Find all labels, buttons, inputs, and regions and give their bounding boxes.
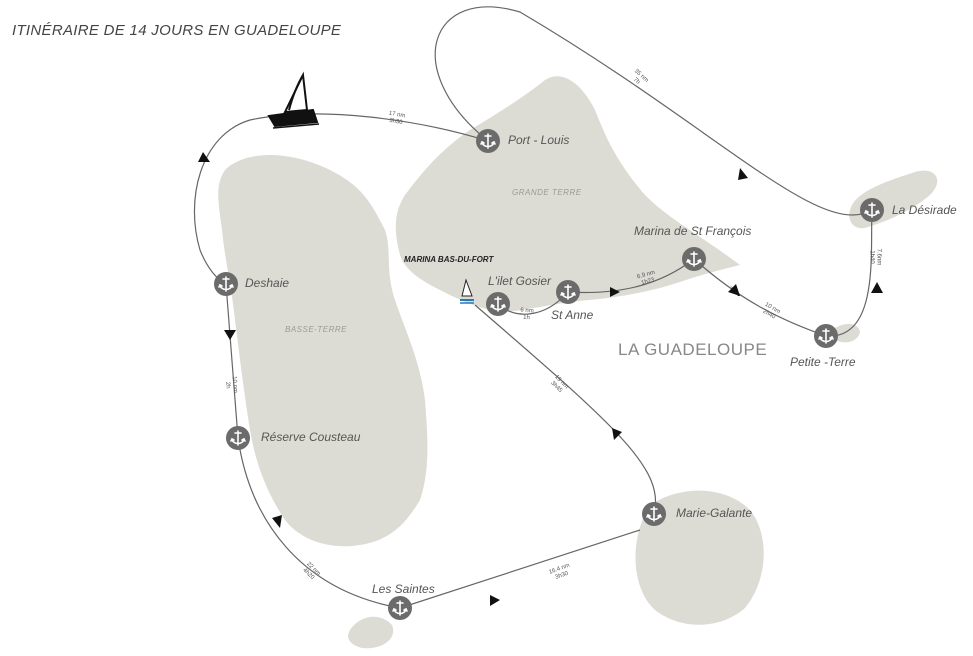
arrow-icon	[610, 287, 620, 297]
leg-stanne-stfrancois	[567, 258, 695, 294]
stop-marie-galante: Marie-Galante	[676, 506, 753, 520]
arrow-icon	[871, 282, 883, 293]
stop-gosier: L'ilet Gosier	[488, 274, 551, 288]
stop-deshaie: Deshaie	[245, 276, 290, 290]
leg-saintes-mariegalante	[399, 529, 641, 609]
arrow-icon	[224, 330, 236, 340]
anchor-icon	[214, 272, 238, 296]
leg-petiteterre-desirade	[825, 209, 873, 337]
stop-st-anne: St Anne	[551, 308, 594, 322]
region-basse-terre: BASSE-TERRE	[285, 325, 347, 334]
stop-st-francois: Marina de St François	[634, 224, 752, 238]
basse-terre-island	[218, 155, 428, 547]
region-grande-terre: GRANDE TERRE	[512, 188, 582, 197]
catamaran-icon	[267, 71, 320, 129]
desirade-island	[849, 170, 938, 229]
stop-port-louis: Port - Louis	[508, 133, 570, 147]
route	[193, 6, 873, 609]
arrow-icon	[738, 168, 748, 180]
direction-arrows	[198, 152, 883, 606]
leg-mariegalante-gosier	[474, 304, 657, 515]
petite-terre-island	[835, 323, 860, 343]
arrow-icon	[612, 428, 622, 440]
leg-stfrancois-petiteterre	[693, 258, 827, 337]
anchor-icon	[476, 129, 500, 153]
anchor-icon	[860, 198, 884, 222]
marina-label: MARINA BAS-DU-FORT	[404, 255, 494, 264]
anchor-icon	[388, 596, 412, 620]
arrow-icon	[490, 595, 500, 606]
stop-desirade: La Désirade	[892, 203, 957, 217]
leg-portlouis-deshaie	[193, 113, 489, 285]
marina-boat-icon	[460, 278, 474, 304]
arrow-icon	[728, 284, 740, 296]
stop-cousteau: Réserve Cousteau	[261, 430, 361, 444]
marie-galante-island	[635, 490, 764, 625]
stop-saintes: Les Saintes	[372, 582, 435, 596]
leg-deshaie-cousteau	[225, 283, 239, 439]
anchor-icon	[556, 280, 580, 304]
anchor-icon	[682, 247, 706, 271]
page-title: ITINÉRAIRE DE 14 JOURS EN GUADELOUPE	[12, 22, 342, 39]
arrow-icon	[272, 515, 282, 528]
stop-petite-terre: Petite -Terre	[790, 355, 856, 369]
anchor-icon	[642, 502, 666, 526]
anchor-icon	[814, 324, 838, 348]
anchor-icon	[226, 426, 250, 450]
anchor-icon	[486, 292, 510, 316]
map-label: LA GUADELOUPE	[618, 340, 768, 359]
les-saintes-island	[348, 616, 394, 649]
leg-desirade-portlouis	[434, 6, 873, 216]
islet	[300, 200, 319, 212]
leg-cousteau-saintes	[237, 437, 401, 609]
arrow-icon	[198, 152, 210, 162]
